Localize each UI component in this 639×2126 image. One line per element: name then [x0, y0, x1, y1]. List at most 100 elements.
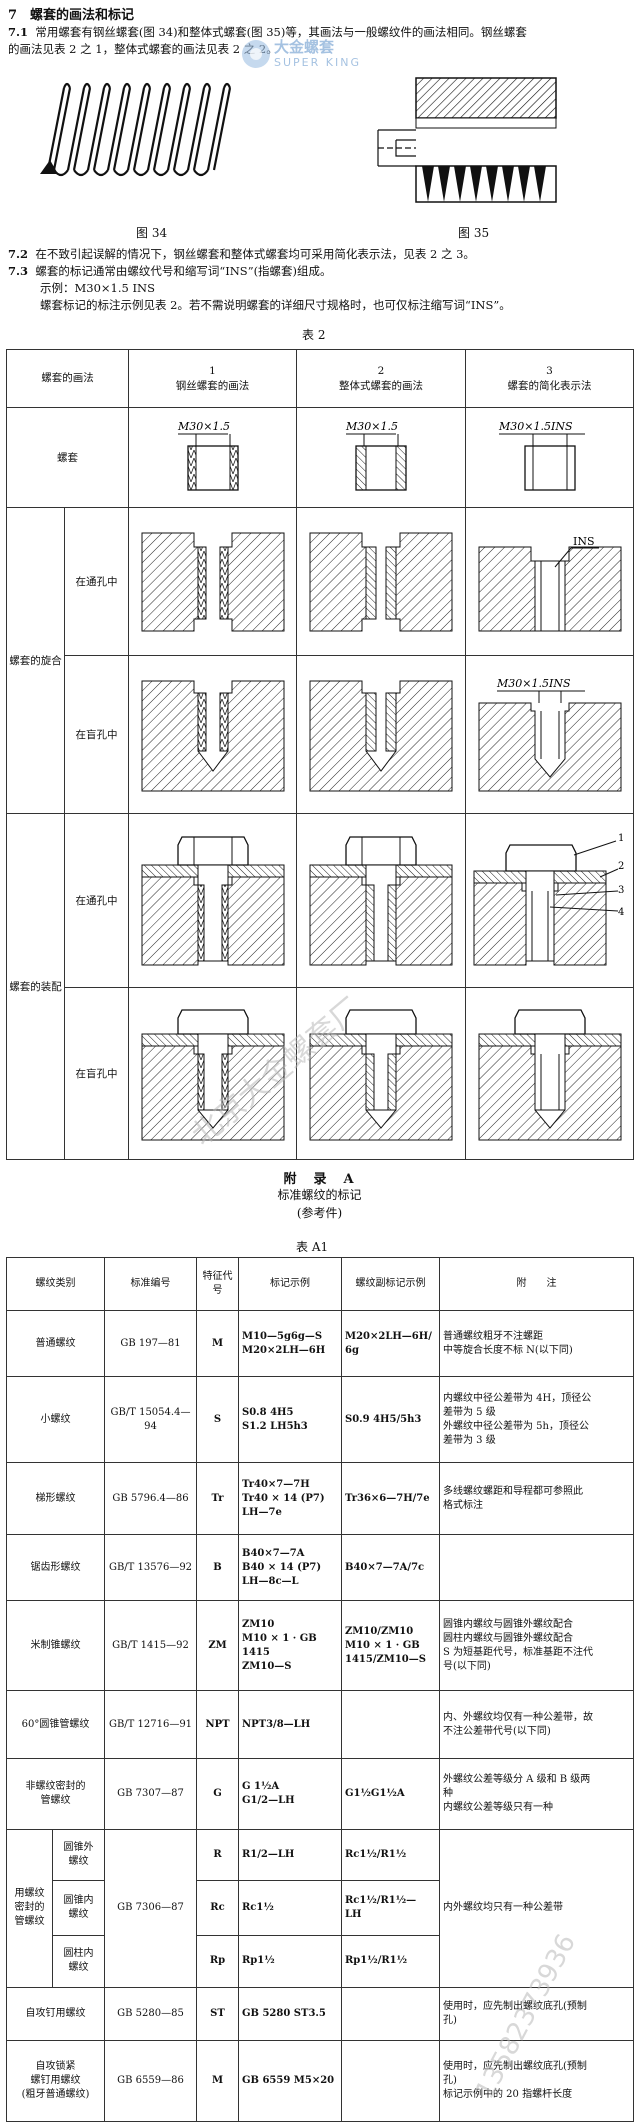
a1-code: Tr: [196, 1461, 239, 1536]
a1-example: Rp1½: [238, 1935, 342, 1988]
screwin-blind-wire-drawing: [141, 680, 284, 791]
wire-insert-drawing: [40, 82, 232, 177]
t2-header-col2: 2 整体式螺套的画法: [296, 349, 466, 408]
screwin-blind-mark: M30×1.5INS: [496, 677, 571, 690]
a1-subtype: 圆锥外 螺纹: [52, 1828, 105, 1881]
watermark-logo-text: 大金螺套: [274, 38, 335, 56]
para-7-2-num: 7.2: [8, 247, 29, 261]
a1-row: 圆锥内 螺纹 Rc Rc1½ Rc1½/R1½— LH: [7, 1879, 634, 1937]
t2-screwin-through-wire: [128, 507, 297, 656]
para-7-3-num: 7.3: [8, 264, 29, 278]
a1-code: S: [196, 1376, 239, 1463]
a1-row: 圆柱内 螺纹 Rp Rp1½ Rp1½/R1½: [7, 1935, 634, 1988]
callout-3: 3: [618, 885, 624, 896]
a1-code: NPT: [196, 1690, 239, 1760]
para-7-1-text1: 常用螺套有钢丝螺套(图 34)和整体式螺套(图 35)等，其画法与一般螺纹件的画…: [35, 25, 527, 39]
assembly-blind-solid-drawing: [309, 1008, 453, 1140]
a1-pair: Tr36×6—7H/7e: [341, 1461, 440, 1536]
callout-2: 2: [618, 861, 624, 872]
t2-col3-label: 螺套的简化表示法: [507, 379, 592, 392]
screwin-through-simplified-drawing: INS: [478, 535, 621, 631]
callout-1: 1: [618, 833, 624, 844]
t2-screwin-blind-simplified: M30×1.5INS: [465, 655, 634, 814]
a1-code: G: [196, 1758, 239, 1830]
para-7-3-line1: 7.3 螺套的标记通常由螺纹代号和缩写词“INS”(指螺套)组成。: [8, 263, 332, 279]
a1-example: GB 5280 ST3.5: [238, 1986, 342, 2041]
a1-note: 使用时，应先制出螺纹底孔(预制 孔) 标记示例中的 20 指螺杆长度: [439, 2039, 634, 2123]
watermark-logo: 大金螺套 SUPER KING: [238, 36, 398, 76]
t2-assembly-blind-label: 在盲孔中: [64, 987, 129, 1160]
sleeve-simplified-mark: M30×1.5INS: [498, 420, 573, 433]
t2-screwin-blind-solid: [296, 655, 466, 814]
a1-note: 普通螺纹粗牙不注螺距 中等旋合长度不标 N(以下同): [439, 1310, 634, 1378]
assembly-blind-wire-drawing: [141, 1008, 284, 1140]
a1-example: ZM10 M10 × 1 · GB 1415 ZM10—S: [238, 1600, 342, 1692]
a1-note: 多线螺纹螺距和导程都可参照此 格式标注: [439, 1461, 634, 1536]
a1-example: B40×7—7A B40 × 14 (P7) LH—8c—L: [238, 1534, 342, 1602]
a1-row: 普通螺纹 GB 197—81 M M10—5g6g—S M20×2LH—6H M…: [6, 1310, 634, 1378]
t2-col2-num: 2: [377, 364, 385, 377]
a1-type: 自攻锁紧 螺钉用螺纹 (粗牙普通螺纹): [6, 2039, 105, 2123]
para-7-3-line2: 示例：M30×1.5 INS: [40, 281, 155, 295]
a1-code: Rc: [196, 1879, 239, 1937]
t2-screwin-blind-wire: [128, 655, 297, 814]
appendix-note: (参考件): [296, 1206, 343, 1220]
t2-col2-label: 整体式螺套的画法: [339, 379, 423, 392]
a1-pair: G1½G1½A: [341, 1758, 440, 1830]
screwin-ins-mark: INS: [573, 535, 595, 548]
figure-34-caption: 图 34: [136, 226, 168, 240]
a1-std: GB 5796.4—86: [104, 1461, 197, 1536]
a1-example: GB 6559 M5×20: [238, 2039, 342, 2123]
a1-header-example: 标记示例: [238, 1256, 342, 1312]
a1-example: S0.8 4H5 S1.2 LH5h3: [238, 1376, 342, 1463]
t2-header-col0: 螺套的画法: [6, 349, 129, 408]
a1-row: 用螺纹 密封的 管螺纹 圆锥外 螺纹 GB 7306—87 R R1/2—LH …: [6, 1828, 634, 1988]
tableA1-caption: 表 A1: [296, 1240, 329, 1254]
para-7-2-text: 在不致引起误解的情况下，钢丝螺套和整体式螺套均可采用简化表示法，见表 2 之 3…: [35, 247, 475, 261]
a1-subtype: 圆柱内 螺纹: [52, 1935, 105, 1988]
t2-assembly-through-wire: [128, 813, 297, 988]
a1-row: 锯齿形螺纹 GB/T 13576—92 B B40×7—7A B40 × 14 …: [6, 1534, 634, 1602]
appendix-subtitle: 标准螺纹的标记: [277, 1188, 362, 1202]
a1-row: 小螺纹 GB/T 15054.4— 94 S S0.8 4H5 S1.2 LH5…: [6, 1376, 634, 1463]
a1-std: GB/T 15054.4— 94: [104, 1376, 197, 1463]
assembly-through-solid-drawing: [309, 835, 453, 965]
a1-code: M: [196, 1310, 239, 1378]
a1-type-sealed: 用螺纹 密封的 管螺纹: [6, 1828, 53, 1988]
a1-code: Rp: [196, 1935, 239, 1988]
a1-row: 自攻锁紧 螺钉用螺纹 (粗牙普通螺纹) GB 6559—86 M GB 6559…: [6, 2039, 634, 2123]
screwin-through-wire-drawing: [141, 532, 284, 631]
t2-screwin-through-simplified: INS: [465, 507, 634, 656]
sleeve-wire-drawing: M30×1.5: [177, 420, 239, 491]
para-7-2: 7.2 在不致引起误解的情况下，钢丝螺套和整体式螺套均可采用简化表示法，见表 2…: [8, 246, 475, 262]
a1-type: 锯齿形螺纹: [6, 1534, 105, 1602]
para-7-3-line3: 螺套标记的标注示例见表 2。若不需说明螺套的详细尺寸规格时，也可仅标注缩写词“I…: [40, 298, 511, 312]
a1-std: GB 6559—86: [104, 2039, 197, 2123]
sleeve-solid-drawing: M30×1.5: [345, 420, 407, 491]
t2-assembly-through-solid: [296, 813, 466, 988]
t2-sleeve-wire: M30×1.5: [128, 407, 297, 508]
a1-note: [439, 1534, 634, 1602]
para-7-1-line1: 7.1 常用螺套有钢丝螺套(图 34)和整体式螺套(图 35)等，其画法与一般螺…: [8, 24, 527, 40]
a1-note: 使用时，应先制出螺纹底孔(预制 孔): [439, 1986, 634, 2041]
a1-header-type: 螺纹类别: [6, 1256, 105, 1312]
a1-type: 自攻钉用螺纹: [6, 1986, 105, 2041]
a1-example: NPT3/8—LH: [238, 1690, 342, 1760]
a1-type: 60°圆锥管螺纹: [6, 1690, 105, 1760]
a1-pair: [341, 1690, 440, 1760]
a1-row: 梯形螺纹 GB 5796.4—86 Tr Tr40×7—7H Tr40 × 14…: [6, 1461, 634, 1536]
para-7-1-line2: 的画法见表 2 之 1，整体式螺套的画法见表 2 之 2。: [8, 42, 278, 56]
t2-assembly-blind-solid: [296, 987, 466, 1160]
t2-screwin-through-label: 在通孔中: [64, 507, 129, 656]
a1-note: 外螺纹公差等级分 A 级和 B 级两 种 内螺纹公差等级只有一种: [439, 1758, 634, 1830]
logo-emblem-icon: [242, 40, 270, 68]
t2-assembly-blind-wire: [128, 987, 297, 1160]
a1-type: 米制锥螺纹: [6, 1600, 105, 1692]
a1-row: 自攻钉用螺纹 GB 5280—85 ST GB 5280 ST3.5 使用时，应…: [6, 1986, 634, 2041]
assembly-through-simplified-drawing: 1 2 3 4: [473, 833, 624, 965]
para-7-3-text1: 螺套的标记通常由螺纹代号和缩写词“INS”(指螺套)组成。: [35, 264, 332, 278]
a1-pair: B40×7—7A/7c: [341, 1534, 440, 1602]
a1-code: M: [196, 2039, 239, 2123]
